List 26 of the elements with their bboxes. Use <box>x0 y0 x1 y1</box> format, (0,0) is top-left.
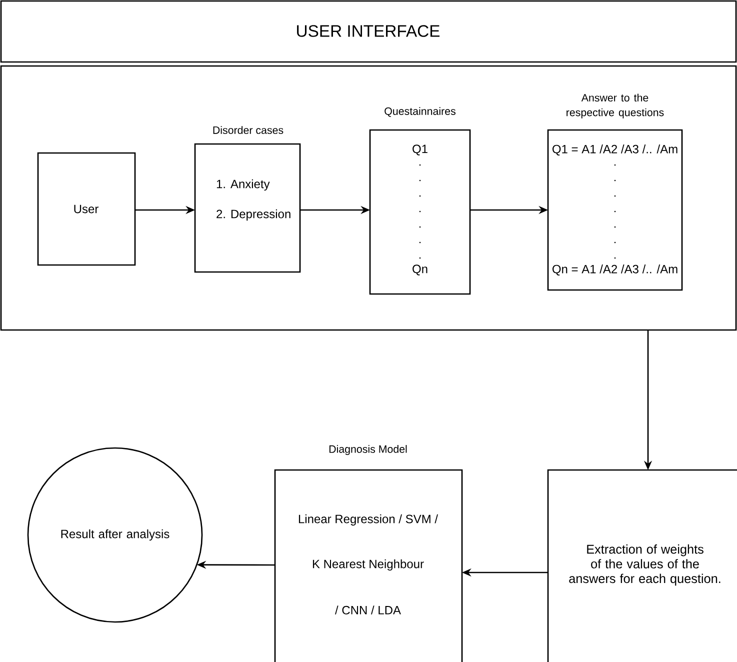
node-label: Q1 <box>412 144 428 156</box>
node-label: 2. Depression <box>216 209 290 221</box>
node-label: K Nearest Neighbour <box>312 559 424 571</box>
node-label: Questainnaires <box>384 107 456 117</box>
node-label: Q1 = A1 /A2 /A3 /.. /Am <box>552 144 678 156</box>
result-circle <box>27 447 203 623</box>
node-label: / CNN / LDA <box>335 606 401 614</box>
process-box <box>547 469 737 662</box>
process-box <box>547 94 683 291</box>
node-label: User <box>74 204 98 214</box>
node-label: Answer to the respective questions <box>566 94 664 118</box>
node-label: Extraction of weights of the values of the answers for each question. <box>569 544 720 586</box>
node-label: Linear Regression / SVM / <box>298 514 438 526</box>
node-label: Result after analysis <box>61 529 170 541</box>
node-label: Diagnosis Model <box>329 445 407 455</box>
process-box <box>369 107 471 295</box>
node-label: USER INTERFACE <box>297 25 440 37</box>
node-label: Qn <box>412 264 428 276</box>
process-box <box>194 126 301 273</box>
process-box <box>37 152 136 266</box>
node-label: 1. Anxiety <box>216 179 270 191</box>
node-label: Qn = A1 /A2 /A3 /.. /Am <box>552 264 678 276</box>
node-label: Disorder cases <box>213 126 284 134</box>
panel-box <box>0 65 737 331</box>
process-box <box>274 445 463 662</box>
header-box <box>0 0 737 63</box>
